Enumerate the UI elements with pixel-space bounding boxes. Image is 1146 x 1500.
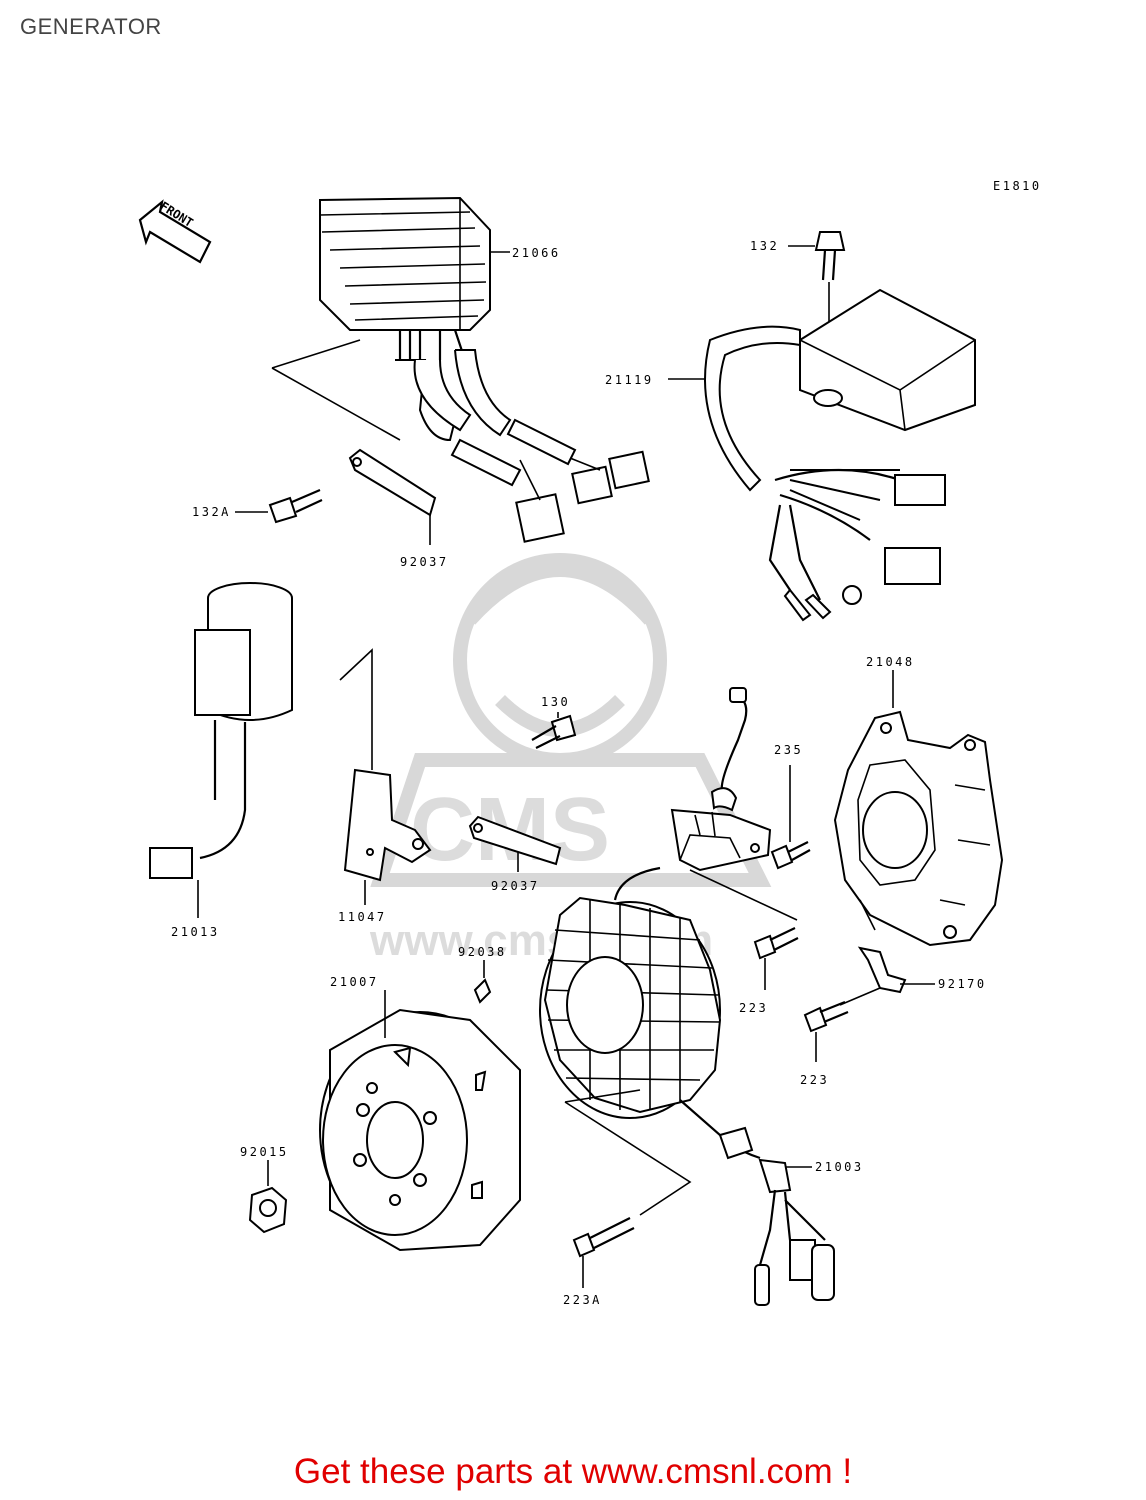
label-92170: 92170	[938, 977, 987, 991]
cdi-unit	[704, 288, 976, 622]
page-title: GENERATOR	[20, 14, 162, 39]
bolt-223-lower-icon	[803, 987, 881, 1033]
leader-stator-assembly	[564, 1089, 692, 1216]
leader-bracket-assembly	[339, 648, 373, 770]
nut-92015-icon	[248, 1186, 288, 1234]
pickup-coil	[670, 687, 798, 921]
stator-plate-21048	[833, 710, 1004, 947]
bolt-223-upper-icon	[753, 927, 799, 960]
clip-92170	[857, 946, 907, 994]
bolt-132-icon	[814, 231, 846, 281]
front-arrow-icon: FRONT	[138, 199, 212, 264]
bolt-223a-icon	[572, 1217, 635, 1258]
label-132: 132	[750, 239, 779, 253]
label-21048: 21048	[866, 655, 915, 669]
label-21119: 21119	[605, 373, 654, 387]
key-92038	[473, 978, 492, 1004]
diagram-code: E1810	[993, 179, 1042, 193]
regulator-rectifier	[319, 196, 650, 543]
label-21013: 21013	[171, 925, 220, 939]
stator-21003	[539, 866, 835, 1306]
label-92037-mid: 92037	[491, 879, 540, 893]
label-21066: 21066	[512, 246, 561, 260]
bolt-130-icon	[531, 714, 577, 749]
label-223-lower: 223	[800, 1073, 829, 1087]
label-21007: 21007	[330, 975, 379, 989]
label-223a: 223A	[563, 1293, 602, 1307]
label-21003: 21003	[815, 1160, 864, 1174]
label-11047: 11047	[338, 910, 387, 924]
label-92038: 92038	[458, 945, 507, 959]
cms-watermark: CMS www.cmsnl.com	[369, 553, 772, 965]
bracket-92037-top	[348, 448, 437, 517]
promo-banner[interactable]: Get these parts at www.cmsnl.com !	[293, 1452, 853, 1491]
capacitor-21013	[149, 582, 293, 879]
label-223-upper: 223	[739, 1001, 768, 1015]
bracket-11047	[343, 768, 432, 882]
bracket-92037-mid	[468, 815, 562, 866]
label-92037-top: 92037	[400, 555, 449, 569]
label-132a: 132A	[192, 505, 231, 519]
rotor-21007	[319, 1008, 521, 1252]
label-235: 235	[774, 743, 803, 757]
label-130: 130	[541, 695, 570, 709]
leader-regulator-assembly	[271, 339, 401, 441]
bolt-235-icon	[770, 841, 811, 870]
label-92015: 92015	[240, 1145, 289, 1159]
bolt-132a-icon	[268, 488, 323, 524]
